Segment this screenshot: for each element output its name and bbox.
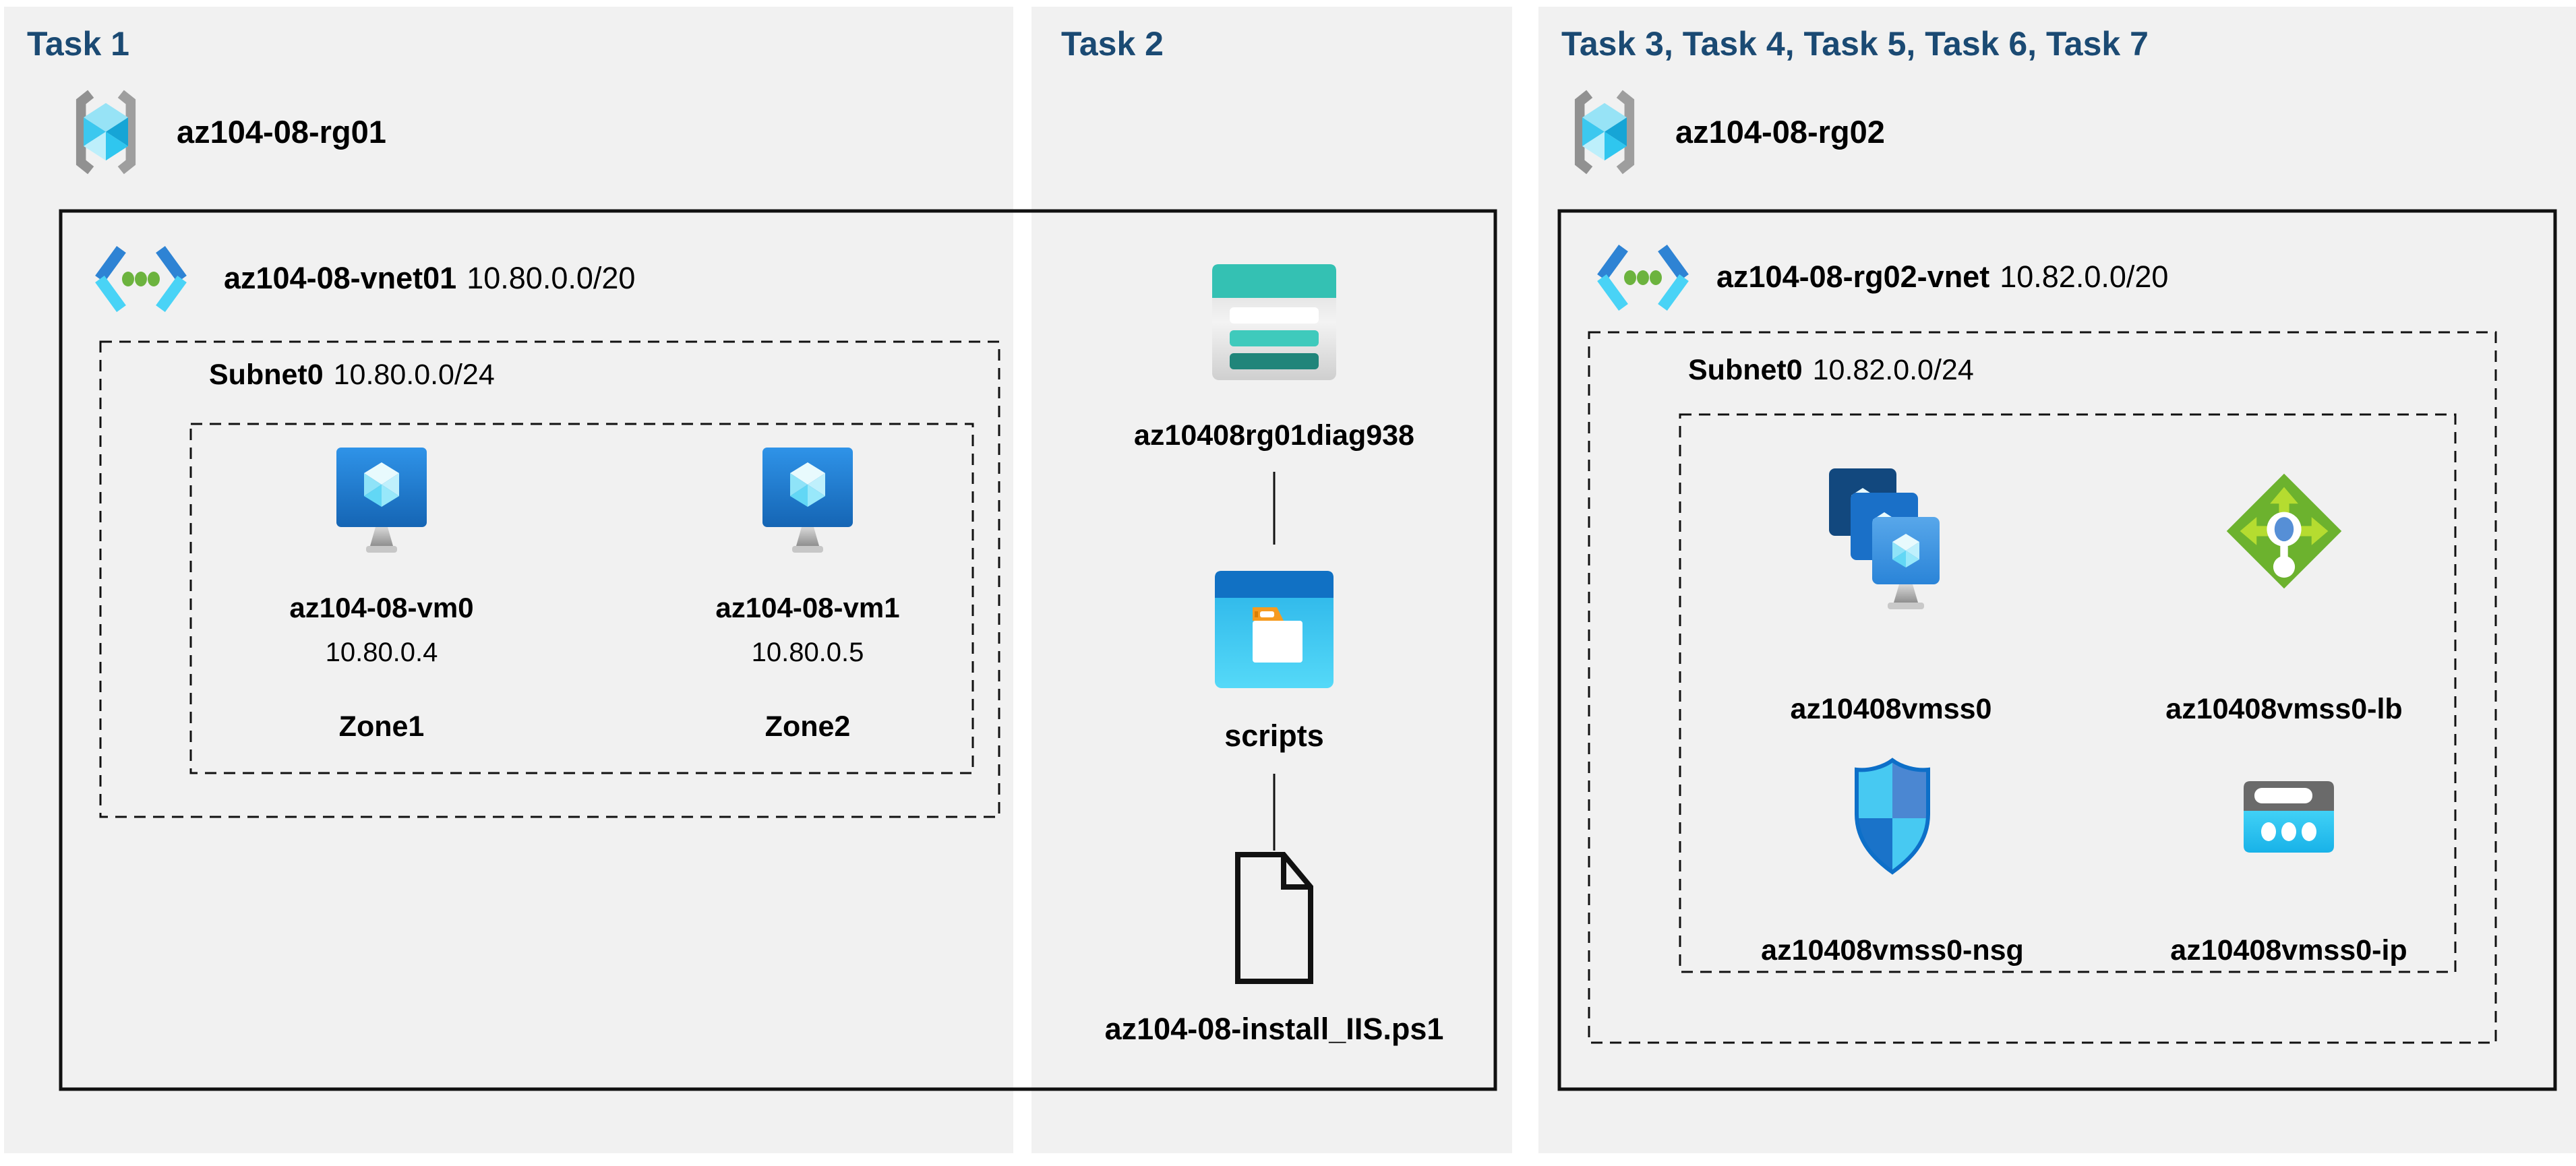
vm-group-dashed-box [189,423,974,774]
script-file-label: az104-08-install_IIS.ps1 [1104,1012,1444,1046]
subnet0-dashed-box-rg02 [1588,331,2497,1044]
rg01-label: az104-08-rg01 [177,114,386,150]
scripts-folder-label: scripts [1224,718,1324,753]
network-security-group-icon [1855,758,1930,875]
subnet0-rg01-name: Subnet0 [209,359,324,391]
subnet0-dashed-box-rg01 [99,340,1000,818]
virtual-network-icon [1597,245,1689,311]
vmss-group-dashed-box [1679,413,2457,973]
public-ip-icon [2244,781,2334,853]
task1-task2-solid-box [59,209,1497,1091]
virtual-machine-icon [336,448,427,553]
vm0-zone: Zone1 [338,710,425,743]
storage-account-icon [1212,264,1336,380]
load-balancer-icon [2226,473,2342,589]
subnet0-rg02-label: Subnet0 10.82.0.0/24 [1688,354,1974,386]
task2-title: Task 2 [1061,25,1164,63]
vm1-ip: 10.80.0.5 [751,638,864,667]
vnet01-label: az104-08-vnet01 10.80.0.0/20 [224,262,635,295]
virtual-machine-icon [762,448,853,553]
vnet01-cidr: 10.80.0.0/20 [467,261,636,295]
vnet01-name: az104-08-vnet01 [224,261,457,295]
task3-solid-box [1557,209,2557,1091]
rg02-label: az104-08-rg02 [1675,114,1885,150]
vnet02-label: az104-08-rg02-vnet 10.82.0.0/20 [1716,260,2168,294]
vm1-label: az104-08-vm1 [715,592,900,623]
vnet02-name: az104-08-rg02-vnet [1716,259,1990,294]
subnet0-rg01-label: Subnet0 10.80.0.0/24 [209,359,495,391]
vm1-zone: Zone2 [765,710,851,743]
script-file-icon [1235,852,1313,984]
vm-scale-set-icon [1829,468,1940,609]
vnet02-cidr: 10.82.0.0/20 [2000,259,2169,294]
nsg-label: az10408vmss0-nsg [1761,934,2024,966]
subnet0-rg01-cidr: 10.80.0.0/24 [333,359,495,391]
vm0-label: az104-08-vm0 [289,592,474,623]
panel-task1 [4,7,1013,1153]
public-ip-label: az10408vmss0-ip [2170,934,2407,966]
resource-group-icon [1574,90,1635,175]
panel-task3-7 [1538,7,2576,1153]
resource-group-icon [76,90,136,175]
task3-7-title: Task 3, Task 4, Task 5, Task 6, Task 7 [1561,25,2149,63]
virtual-network-icon [95,246,187,312]
scripts-folder-icon [1215,571,1334,688]
subnet0-rg02-cidr: 10.82.0.0/24 [1812,354,1974,386]
storage-account-label: az10408rg01diag938 [1134,419,1414,452]
vm0-ip: 10.80.0.4 [325,638,438,667]
task1-title: Task 1 [27,25,129,63]
vmss-label: az10408vmss0 [1790,693,1992,725]
load-balancer-label: az10408vmss0-lb [2165,693,2403,725]
subnet0-rg02-name: Subnet0 [1688,354,1803,386]
